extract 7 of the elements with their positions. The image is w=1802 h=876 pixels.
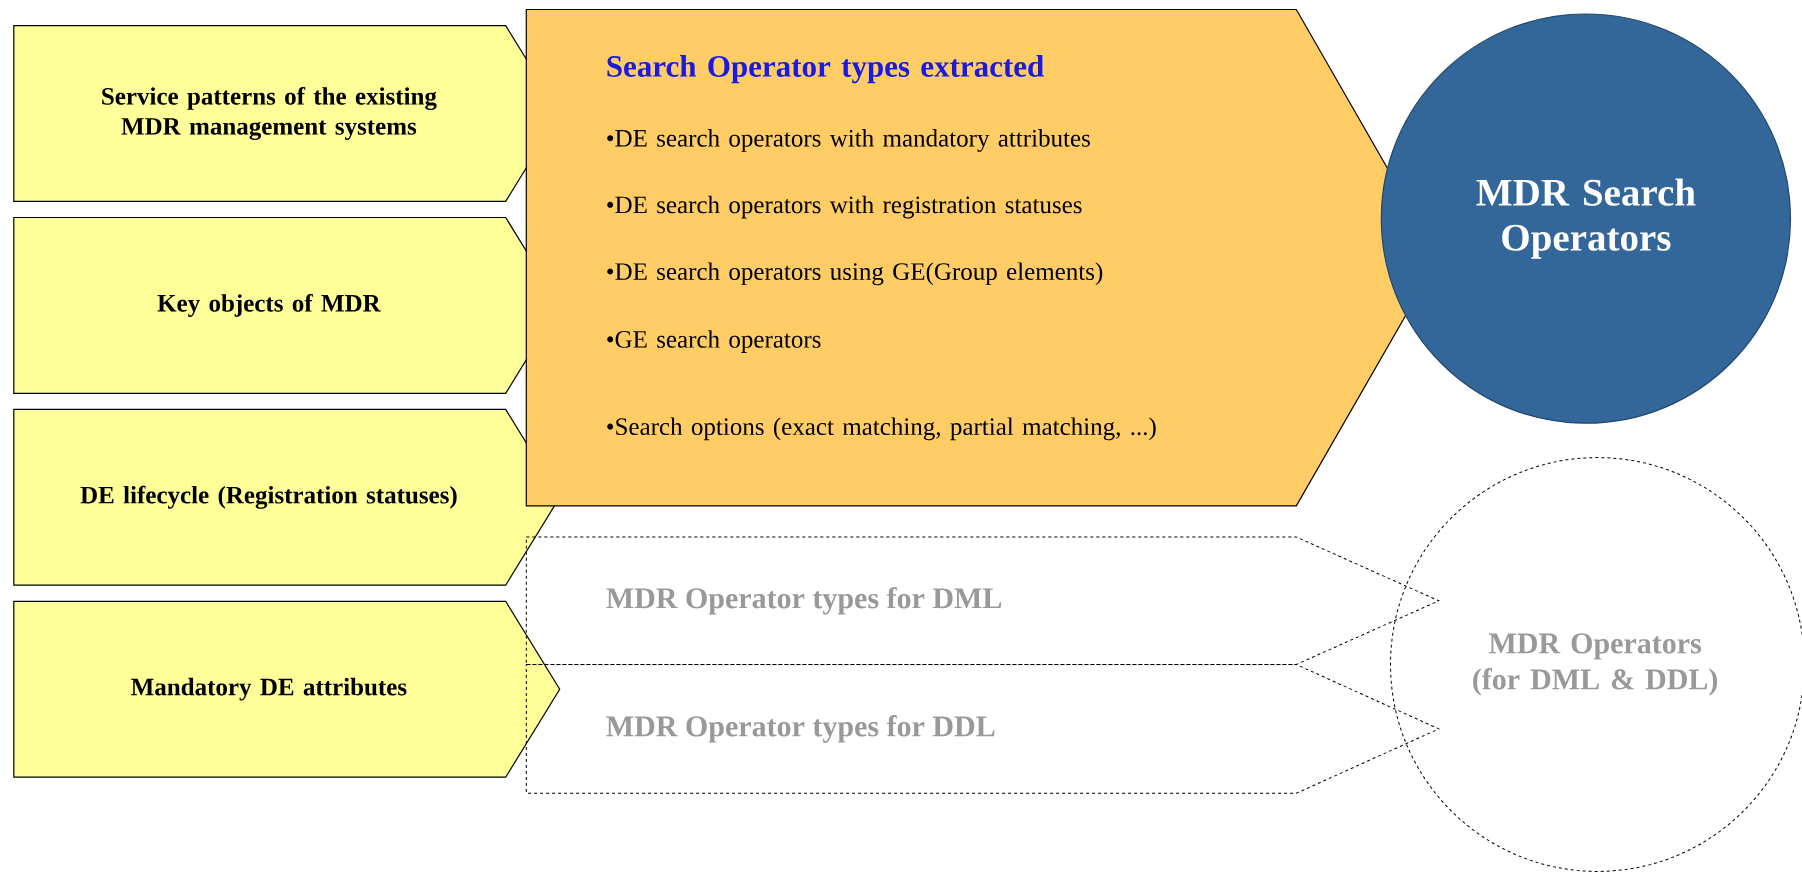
arrow-box: Mandatory DE attributes [13, 600, 561, 778]
arrow-box: DE lifecycle (Registration statuses) [13, 408, 561, 586]
dashed-arrow-box: MDR Operator types for DML [525, 536, 1440, 665]
arrow-box: Search Operator types extracted •DE search operators with mandatory attributes •DE search operators with registration statuses •DE search operators using GE(Group elements) •GE search operators •Search options (exact matching, partial matching, ...) [525, 8, 1440, 507]
arrow-box: Key objects of MDR [13, 216, 561, 394]
arrow-box: Service patterns of the existing MDR management systems [13, 25, 561, 202]
dashed-arrow-box: MDR Operator types for DDL [525, 664, 1440, 794]
